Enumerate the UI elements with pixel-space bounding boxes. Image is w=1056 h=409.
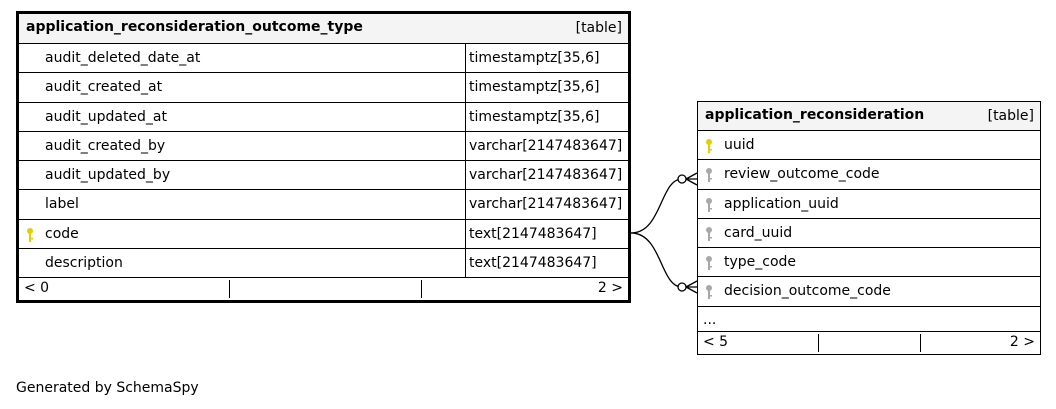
- crowfoot-marker: [685, 172, 698, 186]
- column-type: timestamptz[35,6]: [465, 73, 599, 102]
- children-count[interactable]: 2 >: [597, 280, 623, 297]
- column-type: timestamptz[35,6]: [465, 44, 599, 73]
- column-type: varchar[2147483647]: [465, 131, 622, 161]
- column-type: text[2147483647]: [465, 249, 597, 278]
- generated-by-credit: Generated by SchemaSpy: [16, 380, 199, 396]
- column-name: audit_deleted_date_at: [45, 50, 201, 66]
- footer-divider: [229, 280, 230, 299]
- table-header: application_reconsideration [table]: [698, 102, 1040, 131]
- children-count[interactable]: 2 >: [1009, 333, 1035, 350]
- column-name: code: [45, 225, 79, 242]
- parents-count[interactable]: < 5: [703, 333, 729, 350]
- column-row[interactable]: description text[2147483647]: [19, 249, 628, 279]
- column-name: type_code: [724, 254, 797, 271]
- foreign-key-icon: [706, 256, 712, 271]
- table-application-reconsideration-outcome-type[interactable]: application_reconsideration_outcome_type…: [16, 11, 631, 303]
- column-row[interactable]: card_uuid: [698, 219, 1040, 249]
- table-footer: < 0 2 >: [19, 278, 628, 300]
- table-application-reconsideration[interactable]: application_reconsideration [table] uuid…: [697, 101, 1041, 355]
- column-row[interactable]: application_uuid: [698, 190, 1040, 219]
- column-name: label: [45, 196, 79, 213]
- column-row[interactable]: uuid: [698, 131, 1040, 161]
- crowfoot-marker: [685, 280, 698, 294]
- footer-divider: [818, 333, 819, 352]
- relationship-line-review-outcome: [630, 178, 697, 234]
- column-name: card_uuid: [724, 224, 793, 241]
- parents-count[interactable]: < 0: [24, 280, 50, 297]
- column-row[interactable]: audit_created_by varchar[2147483647]: [19, 131, 628, 162]
- foreign-key-icon: [706, 226, 712, 241]
- column-name: audit_created_at: [45, 79, 163, 96]
- column-name: description: [45, 255, 123, 272]
- table-kind: [table]: [575, 20, 622, 36]
- foreign-key-icon: [706, 285, 712, 300]
- column-row[interactable]: review_outcome_code: [698, 160, 1040, 190]
- column-name: audit_updated_by: [45, 167, 171, 184]
- table-header: application_reconsideration_outcome_type…: [19, 14, 628, 44]
- table-kind: [table]: [987, 108, 1034, 124]
- table-name: application_reconsideration: [705, 107, 925, 123]
- relationship-line-decision-outcome: [630, 232, 697, 288]
- footer-divider: [421, 280, 422, 299]
- foreign-key-icon: [706, 168, 712, 183]
- table-name: application_reconsideration_outcome_type: [26, 19, 363, 35]
- table-footer: < 5 2 >: [698, 332, 1040, 354]
- column-row[interactable]: audit_created_at timestamptz[35,6]: [19, 73, 628, 103]
- column-type: varchar[2147483647]: [465, 161, 622, 190]
- column-row[interactable]: audit_updated_at timestamptz[35,6]: [19, 102, 628, 132]
- more-columns-ellipsis: ...: [698, 307, 1040, 332]
- column-row[interactable]: audit_updated_by varchar[2147483647]: [19, 161, 628, 191]
- column-name: review_outcome_code: [724, 166, 880, 183]
- column-row[interactable]: type_code: [698, 248, 1040, 278]
- column-row[interactable]: code text[2147483647]: [19, 219, 628, 250]
- column-name: audit_created_by: [45, 137, 166, 154]
- column-row[interactable]: label varchar[2147483647]: [19, 190, 628, 220]
- column-row[interactable]: decision_outcome_code: [698, 277, 1040, 307]
- column-name: application_uuid: [724, 195, 839, 212]
- primary-key-icon: [27, 227, 33, 242]
- footer-divider: [920, 333, 921, 352]
- column-name: audit_updated_at: [45, 108, 168, 125]
- column-type: text[2147483647]: [465, 219, 597, 249]
- foreign-key-icon: [706, 197, 712, 212]
- ellipsis-text: ...: [703, 311, 717, 328]
- column-name: uuid: [724, 137, 755, 153]
- column-type: varchar[2147483647]: [465, 190, 622, 219]
- column-type: timestamptz[35,6]: [465, 102, 599, 131]
- primary-key-icon: [706, 139, 712, 153]
- zero-many-marker: [677, 174, 687, 184]
- column-row[interactable]: audit_deleted_date_at timestamptz[35,6]: [19, 44, 628, 74]
- zero-many-marker: [677, 282, 687, 292]
- column-name: decision_outcome_code: [724, 283, 891, 300]
